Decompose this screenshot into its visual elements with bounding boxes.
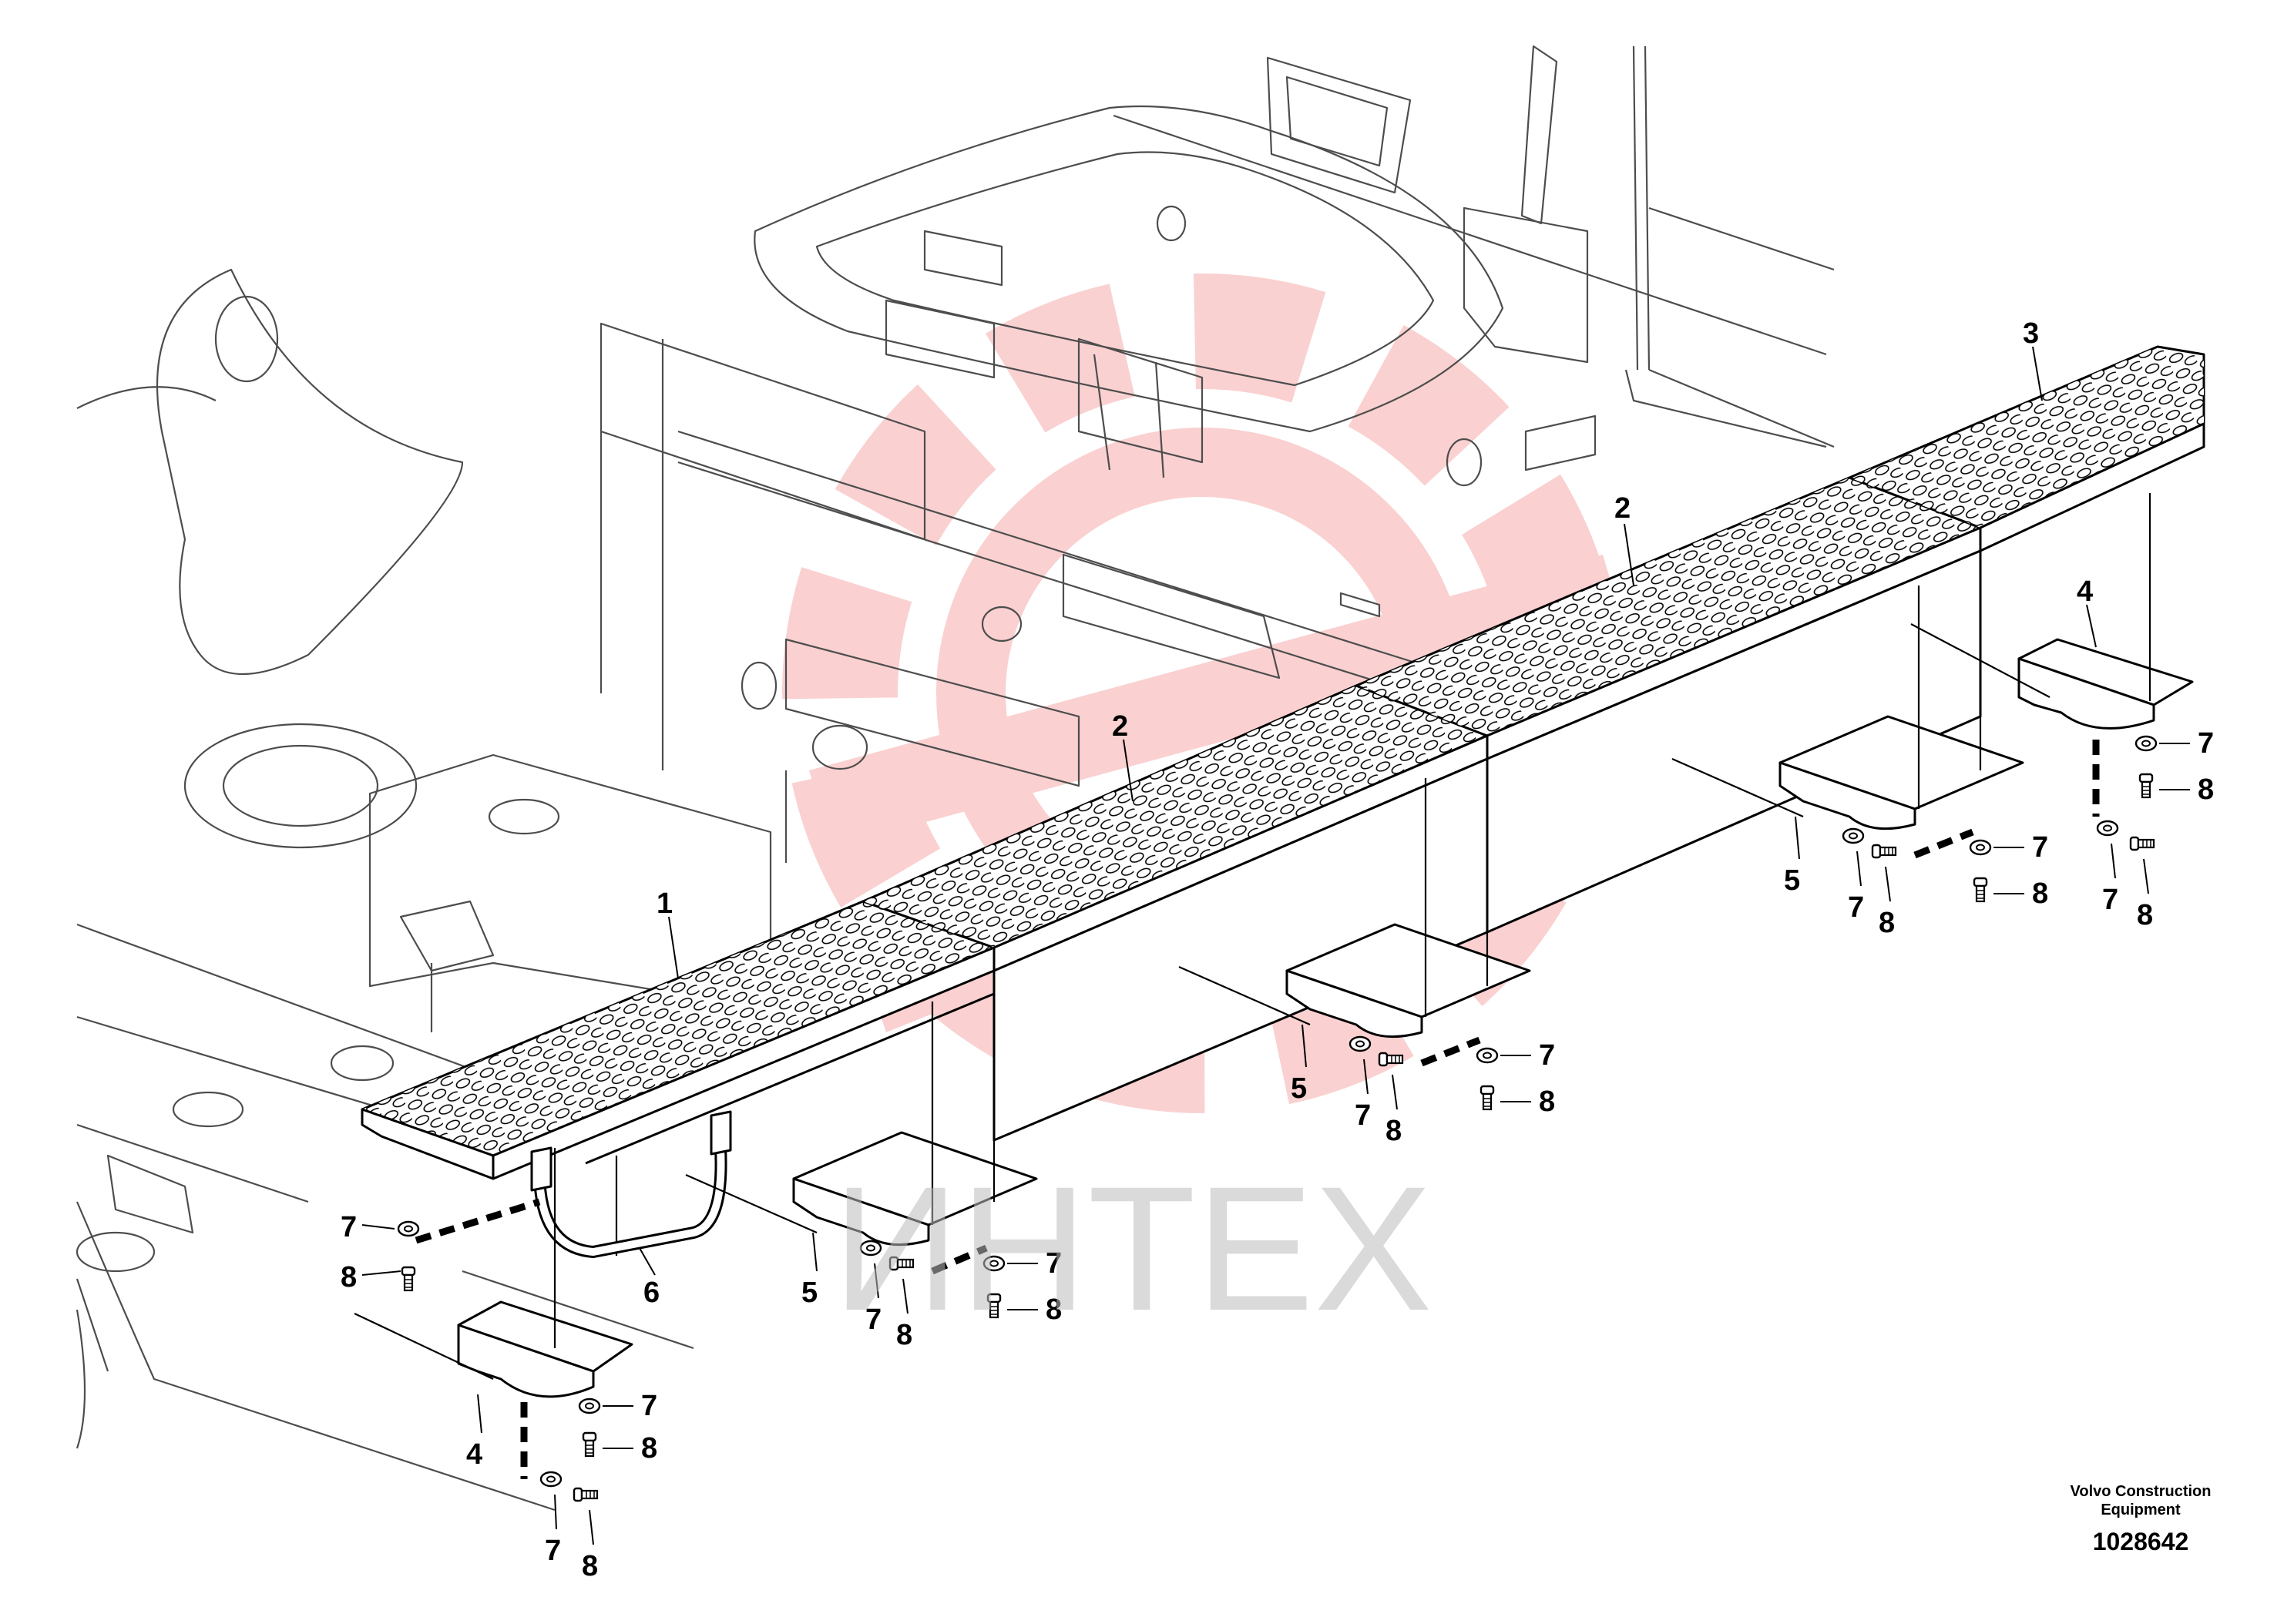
- machine-frame-background: [76, 45, 1835, 1512]
- assembly-lines: [415, 493, 2151, 1479]
- callout-4-rear: 4: [2077, 575, 2093, 608]
- leader-lines: [361, 346, 2190, 1545]
- credit-block: Volvo Construction Equipment 1028642: [2071, 1483, 2212, 1555]
- callout-5-front: 5: [801, 1277, 818, 1309]
- bracket-mid-5-front: [685, 1131, 1038, 1247]
- bracket-mid-5-rear: [1671, 715, 2024, 830]
- credit-line-2: Equipment: [2101, 1502, 2181, 1518]
- drawing-number: 1028642: [2093, 1528, 2189, 1555]
- callout-8: 8: [1539, 1085, 1555, 1118]
- callout-7: 7: [865, 1304, 882, 1336]
- callout-8: 8: [1385, 1115, 1402, 1147]
- callout-7: 7: [1046, 1247, 1062, 1280]
- bracket-mid-5-middle: [1178, 923, 1531, 1038]
- callout-8: 8: [2137, 899, 2153, 931]
- bracket-front-4: [354, 1300, 633, 1398]
- callout-5-middle: 5: [1291, 1072, 1307, 1105]
- callout-7: 7: [1355, 1099, 1371, 1132]
- callout-8: 8: [1046, 1293, 1062, 1326]
- step-plate-middle-a: [862, 684, 1489, 1142]
- callout-8: 8: [896, 1319, 912, 1351]
- callout-7: 7: [545, 1535, 561, 1567]
- callout-2-b: 2: [1614, 492, 1631, 525]
- callout-8: 8: [641, 1432, 657, 1465]
- callout-2-a: 2: [1112, 710, 1128, 743]
- callout-8: 8: [341, 1261, 357, 1293]
- step-plate-rear: [1848, 345, 2205, 552]
- callout-8: 8: [2198, 773, 2214, 806]
- callout-6: 6: [643, 1277, 660, 1309]
- callout-labels: 1 2 2 3 4 4 5 5 5 6 7 8 7 8 7 8 7 8 7 8 …: [341, 317, 2214, 1582]
- callout-7: 7: [1848, 891, 1864, 924]
- callout-8: 8: [2032, 877, 2048, 910]
- step-plate-front: [361, 900, 996, 1256]
- callout-7: 7: [641, 1390, 657, 1422]
- callout-7: 7: [341, 1211, 357, 1243]
- callout-7: 7: [2198, 727, 2214, 760]
- callout-7: 7: [1539, 1039, 1555, 1072]
- credit-line-1: Volvo Construction: [2071, 1483, 2212, 1500]
- callout-8: 8: [582, 1550, 598, 1582]
- bracket-rear-4: [1910, 623, 2194, 730]
- callout-1: 1: [657, 887, 673, 920]
- step-plate-middle-b: [1355, 476, 1982, 934]
- callout-8: 8: [1879, 907, 1895, 939]
- callout-7: 7: [2032, 831, 2048, 864]
- callout-3: 3: [2023, 317, 2039, 350]
- handle: [530, 1110, 732, 1259]
- watermark-text: ИНТЕХ: [832, 1149, 1432, 1347]
- callout-4-front: 4: [466, 1438, 482, 1471]
- callout-7: 7: [2102, 884, 2118, 916]
- callout-5-rear: 5: [1784, 864, 1800, 897]
